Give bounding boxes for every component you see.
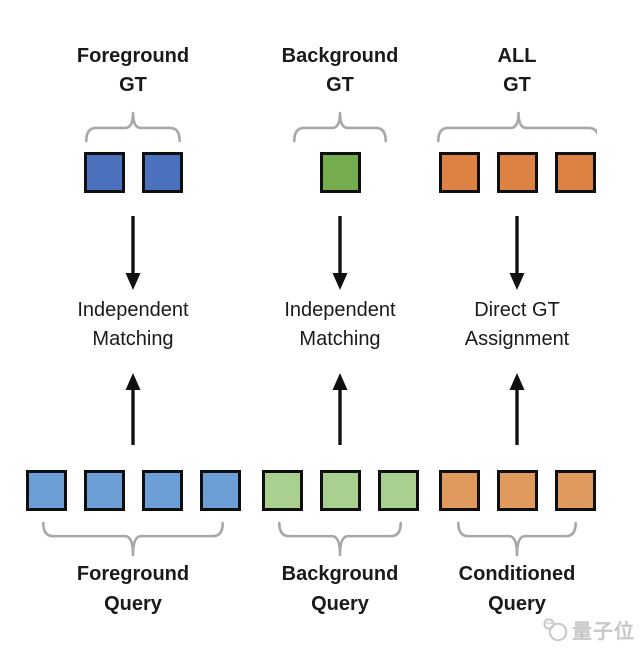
gt-title-line1: Foreground (76, 45, 190, 67)
gt-brace-icon (85, 111, 181, 143)
square (438, 152, 480, 193)
square (319, 470, 361, 511)
process-line1: Direct GT (474, 299, 560, 321)
query-title-line2: Query (104, 593, 162, 615)
query-squares (260, 470, 420, 511)
process-line1: Independent (284, 299, 396, 321)
square (554, 470, 596, 511)
square (377, 470, 419, 511)
square (141, 152, 183, 193)
gt-title-line2: GT (503, 74, 531, 96)
process-label: Direct GT Assignment (465, 296, 570, 354)
square (25, 470, 67, 511)
query-title: Background Query (282, 559, 399, 619)
watermark-text: 量子位 (572, 621, 635, 643)
process-label: Independent Matching (77, 296, 188, 354)
query-title: Conditioned Query (459, 559, 576, 619)
query-squares (437, 470, 597, 511)
process-line1: Independent (77, 299, 189, 321)
square (141, 470, 183, 511)
square (496, 152, 538, 193)
query-brace-icon (278, 521, 402, 557)
gt-title-line2: GT (326, 74, 354, 96)
down-arrow-icon (332, 216, 348, 290)
gt-brace-icon (293, 111, 387, 143)
column-background: Background GT Independent Matching Backg… (260, 0, 420, 651)
query-title-line2: Query (488, 593, 546, 615)
gt-title: ALL GT (498, 42, 537, 100)
column-conditioned: ALL GT Direct GT Assignment Conditioned (437, 0, 597, 651)
query-title-line1: Conditioned (458, 563, 576, 585)
gt-squares (437, 152, 597, 193)
gt-title-line1: Background (281, 45, 399, 67)
square (438, 470, 480, 511)
gt-title-line1: ALL (497, 45, 537, 67)
up-arrow-icon (125, 373, 141, 445)
process-line2: Assignment (464, 328, 570, 350)
query-title: Foreground Query (77, 559, 189, 619)
query-squares (23, 470, 243, 511)
gt-brace-icon (437, 111, 597, 143)
square (199, 470, 241, 511)
query-brace-icon (42, 521, 224, 557)
process-line2: Matching (299, 328, 381, 350)
gt-title: Background GT (282, 42, 399, 100)
up-arrow-icon (509, 373, 525, 445)
gt-title: Foreground GT (77, 42, 189, 100)
process-label: Independent Matching (284, 296, 395, 354)
query-brace-icon (457, 521, 577, 557)
square (319, 152, 361, 193)
square (83, 152, 125, 193)
watermark: 量子位 (542, 615, 635, 644)
query-title-line1: Foreground (76, 563, 190, 585)
square (496, 470, 538, 511)
square (554, 152, 596, 193)
gt-squares (260, 152, 420, 193)
gt-title-line2: GT (119, 74, 147, 96)
down-arrow-icon (509, 216, 525, 290)
query-title-line2: Query (311, 593, 369, 615)
down-arrow-icon (125, 216, 141, 290)
up-arrow-icon (332, 373, 348, 445)
column-foreground: Foreground GT Independent Matching Foreg… (23, 0, 243, 651)
square (83, 470, 125, 511)
query-title-line1: Background (281, 563, 399, 585)
qbitai-logo-icon (543, 617, 568, 641)
process-line2: Matching (92, 328, 174, 350)
square (261, 470, 303, 511)
gt-squares (23, 152, 243, 193)
